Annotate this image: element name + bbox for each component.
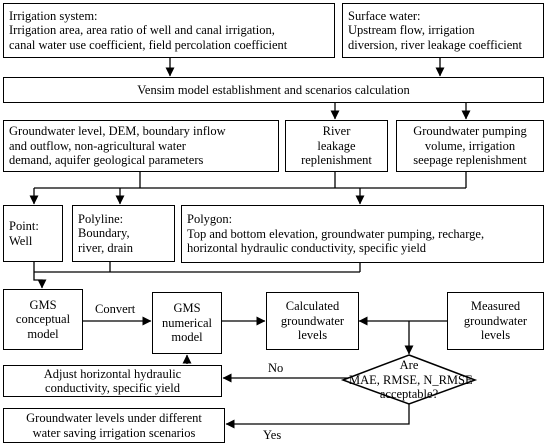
- irrigation-system-line-2: canal water use coefficient, field perco…: [9, 37, 288, 52]
- yes-label: Yes: [262, 428, 283, 443]
- calculated-levels-line-2: groundwater: [280, 313, 345, 328]
- scenario-levels-box: Groundwater levels under different water…: [3, 408, 225, 443]
- surface-water-box: Surface water: Upstream flow, irrigation…: [342, 3, 544, 58]
- gms-numerical-line-3: model: [171, 330, 203, 345]
- decision-diamond: [340, 354, 478, 405]
- point-box: Point: Well: [3, 205, 63, 262]
- groundwater-inputs-line-3: demand, aquifer geological parameters: [9, 153, 204, 168]
- measured-levels-line-1: Measured: [470, 299, 521, 314]
- polygon-title: Polygon:: [187, 212, 233, 227]
- surface-water-title: Surface water:: [348, 8, 421, 23]
- polygon-line-2: horizontal hydraulic conductivity, speci…: [187, 241, 427, 256]
- surface-water-line-2: diversion, river leakage coefficient: [348, 37, 522, 52]
- decision-text: Are MAE, RMSE, N_RMSE acceptable?: [349, 358, 473, 402]
- gms-numerical-line-2: numerical: [162, 315, 212, 330]
- pumping-volume-line-1: Groundwater pumping: [413, 124, 527, 139]
- vensim-label: Vensim model establishment and scenarios…: [137, 82, 410, 97]
- scenario-levels-line-2: water saving irrigation scenarios: [32, 425, 196, 440]
- connector-merge-left: [33, 272, 47, 289]
- groundwater-inputs-line-2: and outflow, non-agricultural water: [9, 138, 186, 153]
- polygon-box: Polygon: Top and bottom elevation, groun…: [181, 205, 544, 263]
- convert-label: Convert: [94, 302, 137, 317]
- surface-water-line-1: Upstream flow, irrigation: [348, 23, 475, 38]
- vensim-box: Vensim model establishment and scenarios…: [3, 77, 544, 103]
- measured-levels-line-3: levels: [480, 328, 511, 343]
- gms-numerical-box: GMS numerical model: [152, 292, 222, 354]
- point-line-1: Well: [9, 233, 33, 248]
- polyline-box: Polyline: Boundary, river, drain: [72, 205, 175, 262]
- adjust-params-line-1: Adjust horizontal hydraulic: [43, 366, 182, 381]
- groundwater-inputs-box: Groundwater level, DEM, boundary inflow …: [3, 120, 279, 172]
- river-leakage-line-2: leakage: [317, 138, 356, 153]
- measured-levels-line-2: groundwater: [463, 313, 528, 328]
- gms-conceptual-box: GMS conceptual model: [3, 289, 83, 350]
- calculated-levels-box: Calculated groundwater levels: [266, 292, 359, 350]
- river-leakage-box: River leakage replenishment: [285, 120, 388, 172]
- decision-line-2: MAE, RMSE, N_RMSE: [349, 372, 473, 387]
- gms-numerical-line-1: GMS: [173, 301, 201, 316]
- gms-conceptual-line-2: conceptual: [15, 312, 71, 327]
- calculated-levels-line-1: Calculated: [285, 299, 340, 314]
- point-title: Point:: [9, 219, 39, 233]
- river-leakage-line-1: River: [322, 124, 351, 139]
- gms-conceptual-line-1: GMS: [29, 297, 57, 312]
- calculated-levels-line-3: levels: [297, 328, 328, 343]
- scenario-levels-line-1: Groundwater levels under different: [26, 411, 202, 425]
- irrigation-system-title: Irrigation system:: [9, 8, 98, 23]
- irrigation-system-box: Irrigation system: Irrigation area, area…: [3, 3, 335, 58]
- polyline-title: Polyline:: [78, 211, 124, 226]
- adjust-params-line-2: conductivity, specific yield: [45, 381, 180, 395]
- irrigation-system-line-1: Irrigation area, area ratio of well and …: [9, 23, 275, 38]
- no-label: No: [267, 361, 285, 376]
- arrow-yes: [225, 404, 410, 429]
- pumping-volume-line-2: volume, irrigation: [424, 138, 516, 153]
- river-leakage-line-3: replenishment: [301, 153, 372, 168]
- gms-conceptual-line-3: model: [27, 326, 59, 341]
- adjust-params-box: Adjust horizontal hydraulic conductivity…: [3, 365, 222, 397]
- polyline-line-1: Boundary,: [78, 226, 130, 241]
- polyline-line-2: river, drain: [78, 240, 134, 255]
- decision-line-3: acceptable?: [379, 387, 439, 401]
- pumping-volume-box: Groundwater pumping volume, irrigation s…: [396, 120, 544, 172]
- pumping-volume-line-3: seepage replenishment: [413, 153, 527, 168]
- groundwater-inputs-line-1: Groundwater level, DEM, boundary inflow: [9, 124, 226, 139]
- measured-levels-box: Measured groundwater levels: [447, 292, 544, 350]
- decision-line-1: Are: [399, 358, 419, 372]
- polygon-line-1: Top and bottom elevation, groundwater pu…: [187, 226, 485, 241]
